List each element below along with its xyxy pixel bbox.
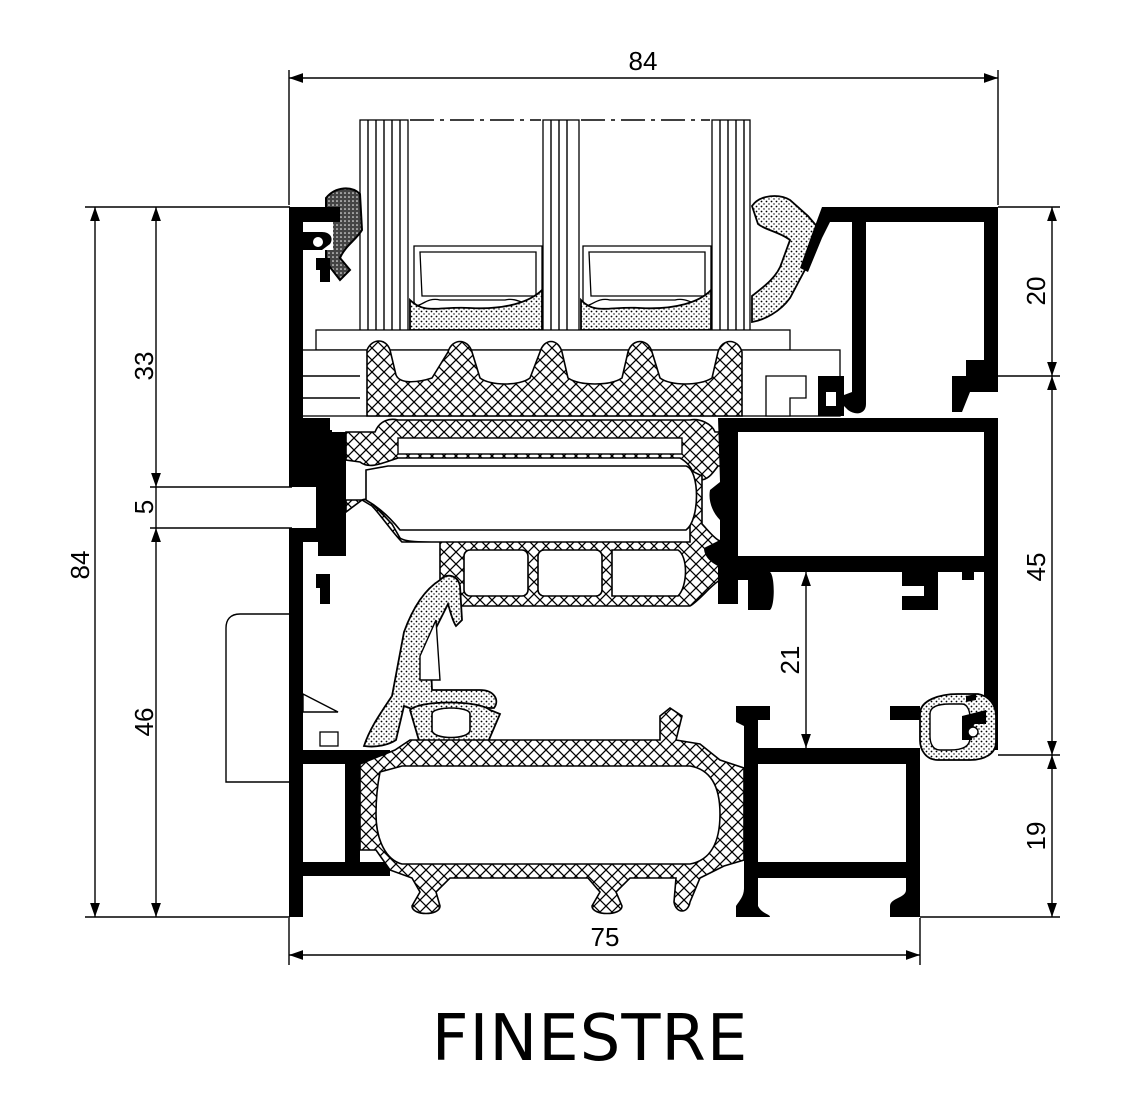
sash-thermal-break — [345, 418, 733, 607]
sash-profile-right — [704, 418, 998, 750]
dimension-bottom-width: 75 — [591, 922, 620, 952]
dimension-top-overall: 84 — [629, 46, 658, 76]
dimension-left-overall: 84 — [65, 551, 95, 580]
dimension-right-bottom: 19 — [1021, 822, 1051, 851]
frame-profile-right — [736, 706, 920, 917]
drawing-title: FINESTRE — [432, 1002, 749, 1076]
sash-side-gasket — [919, 693, 997, 761]
dimension-left-lower: 46 — [129, 708, 159, 737]
sash-profile-left — [289, 207, 346, 556]
glazing-bead — [800, 207, 998, 416]
dimension-right-middle: 45 — [1021, 553, 1051, 582]
dimension-inner-depth: 21 — [775, 646, 805, 675]
central-seal-gasket — [362, 574, 502, 748]
frame-thermal-break — [345, 707, 745, 915]
internal-gasket — [751, 195, 822, 324]
frame-profile-left — [225, 528, 390, 917]
dimension-right-top: 20 — [1021, 277, 1051, 306]
glazing-unit — [359, 119, 751, 333]
dimension-left-upper: 33 — [129, 352, 159, 381]
dimension-lines — [85, 70, 1060, 965]
glazing-bed — [299, 329, 841, 417]
dimension-left-gap: 5 — [129, 500, 159, 514]
